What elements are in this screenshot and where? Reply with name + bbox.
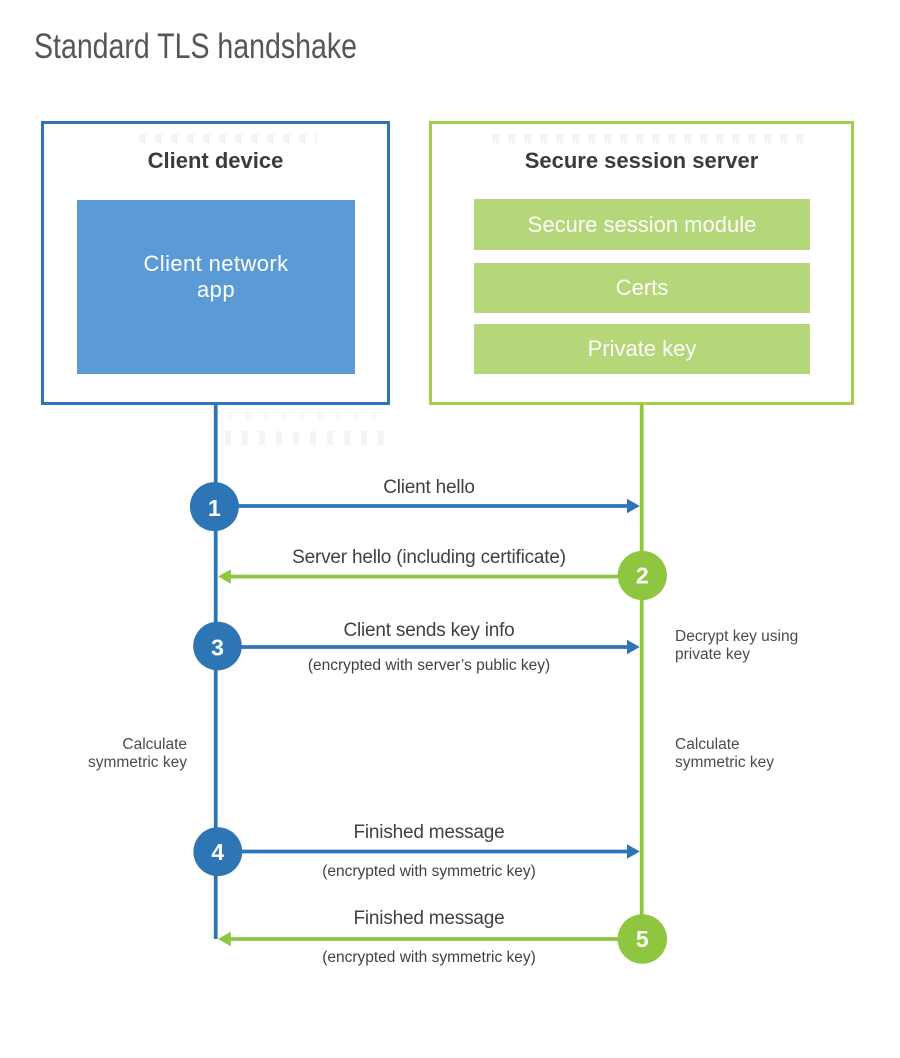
svg-text:4: 4 [211,839,224,865]
svg-text:3: 3 [211,634,224,660]
svg-text:5: 5 [636,926,649,952]
svg-text:2: 2 [636,563,649,589]
svg-text:1: 1 [208,495,221,521]
